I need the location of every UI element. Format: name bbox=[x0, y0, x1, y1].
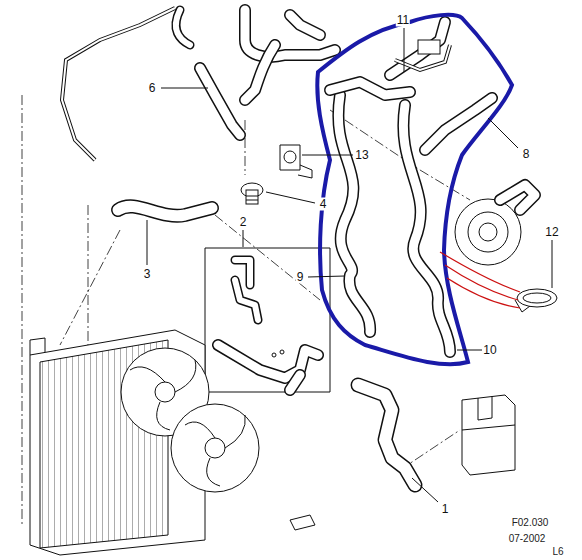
hose-assembly bbox=[330, 22, 492, 352]
callout-number: 1 bbox=[441, 503, 450, 516]
clip-13 bbox=[280, 145, 312, 178]
callout-number: 6 bbox=[148, 82, 157, 95]
leader-lines bbox=[147, 28, 552, 502]
upper-hose bbox=[245, 10, 335, 100]
red-marker-lines bbox=[440, 252, 520, 308]
drawing-code: 07-2002 bbox=[508, 533, 547, 544]
callout-number: 3 bbox=[143, 268, 152, 281]
callout-number: 8 bbox=[522, 148, 531, 161]
callout-number: 12 bbox=[544, 226, 559, 239]
bolt-4 bbox=[241, 183, 263, 204]
callout-number: 9 bbox=[296, 271, 305, 284]
callout-number: 10 bbox=[482, 344, 497, 357]
drawing-code: L6 bbox=[551, 546, 564, 557]
hose-6 bbox=[200, 68, 240, 135]
drawing-code: F02.030 bbox=[511, 517, 550, 528]
expansion-tank bbox=[462, 395, 515, 475]
callout-number: 11 bbox=[396, 14, 410, 27]
hose-1 bbox=[358, 385, 415, 485]
radiator bbox=[30, 330, 315, 555]
thermostat-housing bbox=[455, 185, 557, 312]
callout-number: 4 bbox=[319, 198, 328, 211]
callout-number: 13 bbox=[354, 149, 369, 162]
hose-3 bbox=[118, 206, 212, 215]
highlight-outline bbox=[317, 15, 512, 364]
callout-number: 2 bbox=[239, 216, 248, 229]
kit-2 bbox=[205, 248, 330, 392]
metal-pipe bbox=[62, 8, 190, 160]
